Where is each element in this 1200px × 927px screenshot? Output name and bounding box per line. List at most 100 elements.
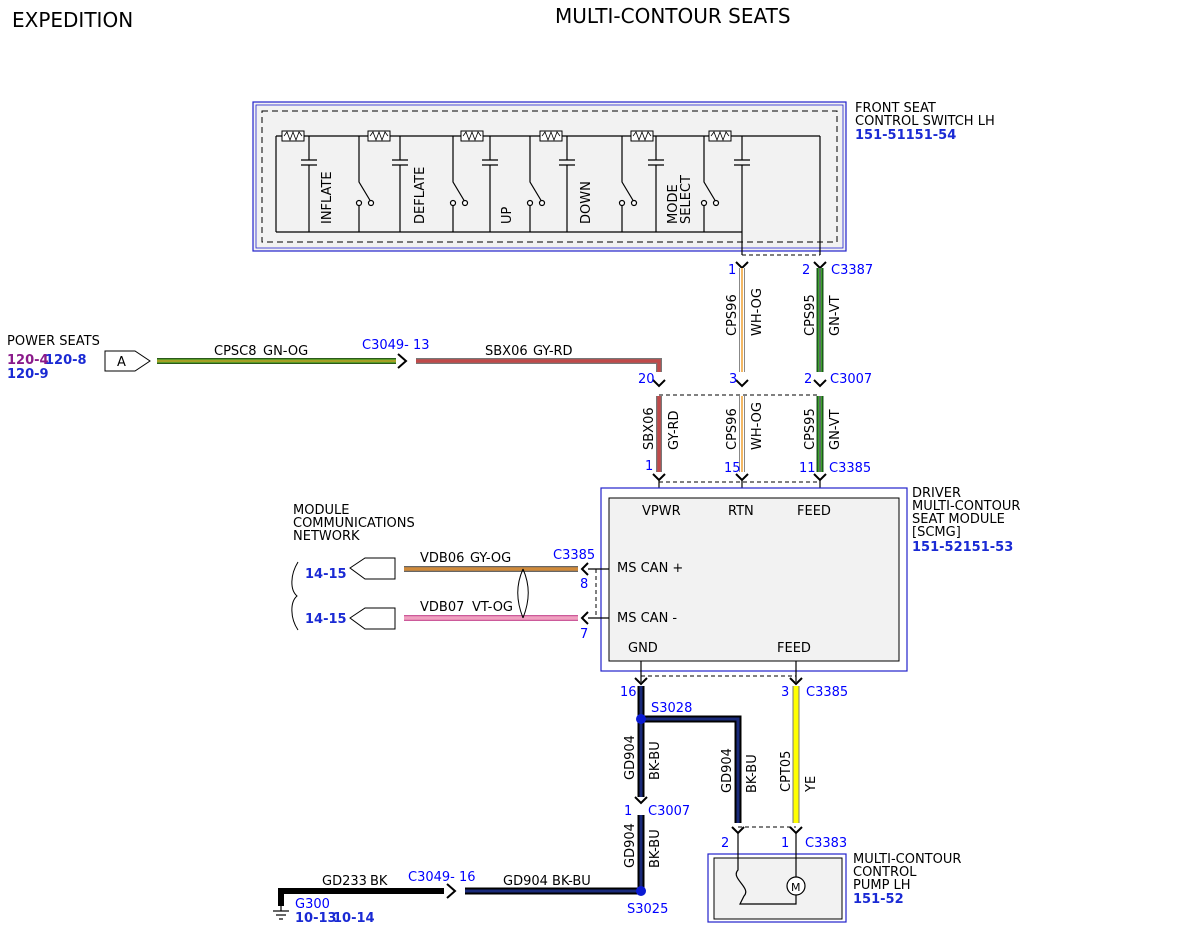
gy-og-label: GY-OG — [470, 551, 511, 566]
sbx06-label: SBX06 — [485, 344, 528, 359]
feed-top-pin-label: FEED — [797, 504, 831, 519]
splice-s3025 — [636, 886, 646, 896]
c3385-pin8: 8 — [580, 577, 588, 592]
c3387-pin2: 2 — [802, 263, 810, 278]
wh-og-mid-label: WH-OG — [750, 402, 765, 450]
ye-label: YE — [804, 776, 819, 793]
c3385-pin16: 16 — [620, 685, 637, 700]
gd904-a-label: GD904 — [623, 735, 638, 780]
gy-rd-vertical-label: GY-RD — [667, 410, 682, 450]
cpsc8-label: CPSC8 — [214, 344, 257, 359]
can-minus-connector — [349, 607, 396, 630]
gd233-label: GD233 — [322, 874, 367, 889]
pump-ref[interactable]: 151-52 — [853, 892, 904, 907]
cps95-mid-label: CPS95 — [803, 408, 818, 450]
module-name-4: [SCMG] — [912, 525, 961, 540]
power-seats-ref2[interactable]: 120-8 — [45, 353, 87, 368]
splice-s3028 — [636, 714, 646, 724]
inflate-label: INFLATE — [320, 171, 335, 224]
wire-sbx06 — [416, 358, 662, 372]
pump-name-2: CONTROL — [853, 865, 917, 880]
switch-name-2: CONTROL SWITCH LH — [855, 114, 995, 129]
cps96-top-label: CPS96 — [725, 294, 740, 336]
gn-og-label: GN-OG — [263, 344, 308, 359]
flag-a-connector[interactable] — [104, 350, 151, 372]
can-plus-connector — [349, 557, 396, 580]
c3383-pin1: 1 — [781, 836, 789, 851]
power-seats-label: POWER SEATS — [7, 334, 100, 349]
switch-ref: 151-51151-54 — [855, 128, 956, 143]
driver-seat-module — [600, 487, 908, 672]
c3385-pin15: 15 — [724, 461, 741, 476]
s3028-label: S3028 — [651, 701, 692, 716]
rtn-pin-label: RTN — [728, 504, 754, 519]
pump-name-3: PUMP LH — [853, 878, 911, 893]
c3385-pin3: 3 — [781, 685, 789, 700]
vt-og-label: VT-OG — [472, 600, 513, 615]
s3025-label: S3025 — [627, 902, 668, 917]
motor-label: M — [791, 881, 801, 894]
vehicle-title: EXPEDITION — [12, 8, 133, 32]
gn-vt-top-label: GN-VT — [828, 295, 843, 336]
c3007-pin2: 2 — [804, 372, 812, 387]
network-label-2: COMMUNICATIONS — [293, 516, 415, 531]
vpwr-pin-label: VPWR — [642, 504, 681, 519]
down-label: DOWN — [579, 181, 594, 224]
c3007-lower-label: C3007 — [648, 804, 690, 819]
c3387-label: C3387 — [831, 263, 873, 278]
module-name-3: SEAT MODULE — [912, 512, 1005, 527]
bk-bu-b-label: BK-BU — [745, 754, 760, 793]
ground-ref1[interactable]: 10-13 — [295, 911, 337, 926]
c3007-label: C3007 — [830, 372, 872, 387]
feed-bottom-pin-label: FEED — [777, 641, 811, 656]
c3385-pin7: 7 — [580, 627, 588, 642]
cpt05-label: CPT05 — [779, 751, 794, 792]
c3385-top-label: C3385 — [829, 461, 871, 476]
flag-a-label: A — [117, 355, 126, 370]
switch-name-1: FRONT SEAT — [855, 101, 936, 116]
front-seat-control-switch: INFLATE DEFLATE UP DOWN MODE SELECT — [252, 101, 847, 255]
network-label-1: MODULE — [293, 503, 349, 518]
wh-og-top-label: WH-OG — [750, 288, 765, 336]
bk-label: BK — [370, 874, 388, 889]
bk-bu-c-label: BK-BU — [648, 829, 663, 868]
gn-vt-mid-label: GN-VT — [828, 409, 843, 450]
wire-gd904 — [465, 686, 742, 895]
mode-label: MODE — [666, 184, 681, 224]
multi-contour-pump — [707, 833, 847, 923]
c3385-pin11: 11 — [799, 461, 816, 476]
bk-bu-a-label: BK-BU — [648, 741, 663, 780]
c3383-label: C3383 — [805, 836, 847, 851]
c3383-pin2: 2 — [721, 836, 729, 851]
power-seats-ref3[interactable]: 120-9 — [7, 367, 49, 382]
select-label: SELECT — [679, 175, 694, 224]
module-name-2: MULTI-CONTOUR — [912, 499, 1020, 514]
c3385-pin1: 1 — [645, 459, 653, 474]
network-label-3: NETWORK — [293, 529, 360, 544]
gd904-b-label: GD904 — [720, 748, 735, 793]
gd904-horizontal-label: GD904 BK-BU — [503, 874, 591, 889]
c3385-bottom-label: C3385 — [806, 685, 848, 700]
deflate-label: DEFLATE — [413, 167, 428, 224]
c3049-16-label: C3049- 16 — [408, 870, 476, 885]
g300-label: G300 — [295, 897, 330, 912]
c3049-13-label: C3049- 13 — [362, 338, 430, 353]
cps96-mid-label: CPS96 — [725, 408, 740, 450]
ground-ref2[interactable]: 10-14 — [333, 911, 375, 926]
ms-can-plus-label: MS CAN + — [617, 561, 683, 576]
module-ref[interactable]: 151-52151-53 — [912, 540, 1013, 555]
sbx06-vertical-label: SBX06 — [642, 407, 657, 450]
c3385-left-label: C3385 — [553, 548, 595, 563]
network-ref-b[interactable]: 14-15 — [305, 612, 347, 627]
gnd-pin-label: GND — [628, 641, 658, 656]
up-label: UP — [500, 206, 515, 224]
vdb06-label: VDB06 — [420, 551, 464, 566]
motor-icon — [786, 876, 806, 896]
network-ref-a[interactable]: 14-15 — [305, 567, 347, 582]
power-seats-ref1[interactable]: 120-4 — [7, 353, 49, 368]
c3007-pin3: 3 — [729, 372, 737, 387]
c3007-pin20: 20 — [638, 372, 655, 387]
pump-name-1: MULTI-CONTOUR — [853, 852, 961, 867]
cps95-top-label: CPS95 — [803, 294, 818, 336]
